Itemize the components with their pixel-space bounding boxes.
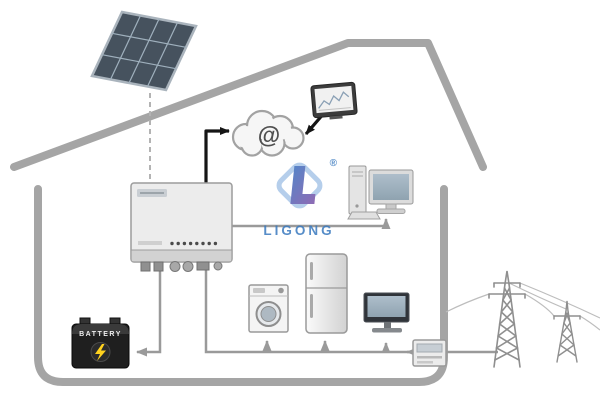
power-lines [445, 282, 600, 331]
ligong-text: LIGONG [263, 223, 335, 238]
house-outline [10, 39, 487, 386]
battery-label: BATTERY [79, 331, 122, 338]
line-inverter-to-cloud [204, 127, 230, 184]
battery-icon [71, 317, 130, 369]
tv-icon [363, 292, 410, 333]
lightning-bolt-icon [95, 344, 106, 361]
transmission-tower-small [553, 300, 581, 363]
transmission-tower-large [488, 270, 526, 368]
energy-bus-line [204, 261, 498, 354]
solar-panel-icon [90, 10, 198, 92]
inverter-led-strip [170, 241, 218, 246]
monitoring-tablet-icon [310, 81, 358, 120]
power-flow-arrows [136, 218, 498, 357]
inverter-icon [130, 182, 233, 272]
at-symbol: @ [257, 122, 281, 148]
arrow-inverter-to-computer [231, 218, 391, 229]
washing-machine-icon [248, 284, 289, 333]
desktop-computer-icon [347, 165, 414, 220]
inverter-connectors [140, 261, 223, 272]
internet-cloud-icon [231, 109, 305, 157]
ligong-logo-mark [276, 162, 323, 209]
registered-mark: ® [329, 158, 337, 169]
arrow-inverter-to-battery [136, 261, 162, 357]
ligong-watermark: ® LIGONG [256, 158, 342, 238]
energy-meter-icon [412, 339, 447, 367]
refrigerator-icon [305, 253, 348, 334]
